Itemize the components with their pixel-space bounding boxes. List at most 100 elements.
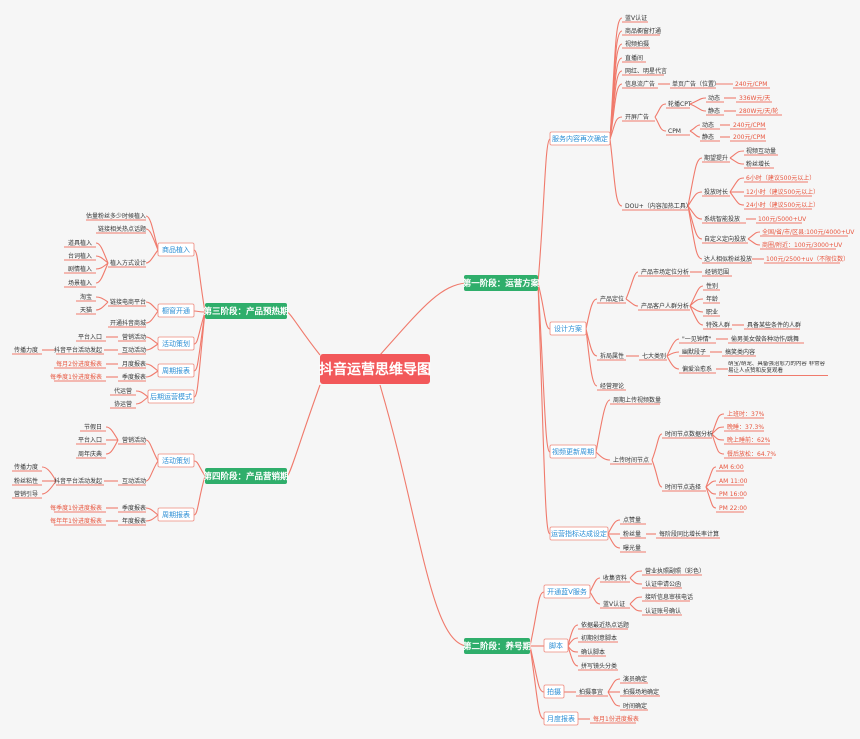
leaf-item: 静态 xyxy=(702,133,714,141)
leaf-value: 晚上睡前：62% xyxy=(727,436,771,444)
leaf-item: 偏爱治愈系 xyxy=(682,365,712,373)
branch-kpi[interactable]: 运营指标达成设定 xyxy=(549,526,609,541)
leaf-item: 上传时间节点 xyxy=(613,456,649,464)
leaf-item: 年度报表 xyxy=(122,517,146,525)
leaf-item: 开屏广告 xyxy=(625,113,649,121)
leaf-item: 季度报表 xyxy=(122,373,146,381)
cat3-value-box: 萌宝/萌宠、具备强治愈力的内容 非常容易让人点赞和反复观看 xyxy=(728,361,828,376)
svg-text:脚本: 脚本 xyxy=(549,641,563,650)
leaf-item: 依据最近热点话题 xyxy=(581,621,629,629)
leaf-item: 接听信息审核电话 xyxy=(645,593,693,601)
branch-shop[interactable]: 橱窗开通 xyxy=(157,303,195,318)
svg-text:周期报表: 周期报表 xyxy=(162,510,190,519)
branch-design[interactable]: 设计方案 xyxy=(549,321,587,336)
root-node[interactable]: 抖音运营思维导图 xyxy=(319,354,431,384)
stage4-node[interactable]: 第四阶段：产品营销期 xyxy=(203,468,289,484)
leaf-value: 200元/CPM xyxy=(733,134,765,141)
leaf-item: 时间节点选择 xyxy=(665,483,701,491)
leaf-item: 达人相似粉丝投放 xyxy=(704,255,752,263)
leaf-item: 平台入口 xyxy=(78,333,102,341)
stage2-leaves: 收集资料 营业执照副照（彩色） 认证申请公函 蓝V认证 接听信息审核电话 认证账… xyxy=(576,567,705,724)
leaf-value: 餐后放松：64.7% xyxy=(727,450,776,458)
leaf-value: 搞笑类内容 xyxy=(725,348,755,356)
leaf-item: 收集资料 xyxy=(603,574,627,582)
leaf-value: 萌宝/萌宠、具备强治愈力的内容 非常容易让人点赞和反复观看 xyxy=(728,361,828,376)
leaf-item: CPM xyxy=(668,128,681,135)
leaf-item: 投放时长 xyxy=(704,188,728,196)
leaf-value: 100元/5000+UV xyxy=(758,216,807,223)
branch-shoot[interactable]: 拍摄 xyxy=(543,684,565,699)
leaf-item: 视频互动量 xyxy=(746,147,776,155)
leaf-value: AM 6:00 xyxy=(719,464,744,471)
branch-update[interactable]: 视频更新周期 xyxy=(549,444,597,459)
leaf-item: 粉丝量 xyxy=(623,530,641,538)
branch-later[interactable]: 后期运营模式 xyxy=(147,389,195,404)
stage3-node[interactable]: 第三阶段：产品预热期 xyxy=(203,303,289,319)
branch-service[interactable]: 服务内容再次确定 xyxy=(549,131,611,146)
leaf-value: 12小时（建议500元以上） xyxy=(746,188,819,196)
svg-text:运营指标达成设定: 运营指标达成设定 xyxy=(551,529,607,538)
leaf-item: 蓝V认证 xyxy=(603,600,625,608)
leaf-item: 轮播CPT xyxy=(668,100,692,108)
branch-report-3[interactable]: 周期报表 xyxy=(157,363,195,378)
leaf-item: 动态 xyxy=(708,94,720,102)
leaf-item: 周期上传视频数量 xyxy=(613,396,661,404)
branch-report-4[interactable]: 周期报表 xyxy=(157,507,195,522)
leaf-item: 信息流广告 xyxy=(625,80,655,88)
leaf-value: 每月1份进度报表 xyxy=(593,715,639,723)
leaf-item: 静态 xyxy=(708,107,720,115)
branch-monthly[interactable]: 月度报表 xyxy=(543,711,579,726)
stage2-node[interactable]: 第二阶段：养号期 xyxy=(463,638,532,654)
leaf-item: 直播间 xyxy=(625,54,643,62)
leaf-value: 具备某些条件的人群 xyxy=(747,321,801,329)
leaf-item: 淘宝 xyxy=(80,293,92,301)
leaf-item: 经营理论 xyxy=(600,382,624,390)
branch-bluev[interactable]: 开通蓝V服务 xyxy=(543,584,591,599)
leaf-item: 演员确定 xyxy=(623,675,647,683)
update-leaves: 周期上传视频数量 上传时间节点 时间节点数据分析 上班时：37% 晚睡：37.3… xyxy=(610,396,776,513)
stage3-title: 第三阶段：产品预热期 xyxy=(203,306,289,317)
svg-text:月度报表: 月度报表 xyxy=(547,714,575,723)
leaf-item: "一见钟情" xyxy=(682,335,712,343)
leaf-item: 估量粉丝多少时候植入 xyxy=(86,212,146,220)
leaf-value: 偷男美女做各种动作/跳舞 xyxy=(731,335,799,343)
leaf-item: 互动活动 xyxy=(122,477,146,485)
leaf-item: 台词植入 xyxy=(68,252,92,260)
leaf-item: 年龄 xyxy=(706,295,718,303)
leaf-item: 场景植入 xyxy=(68,279,92,287)
leaf-value: PM 16:00 xyxy=(719,491,747,498)
leaf-item: 营销活动 xyxy=(122,436,146,444)
leaf-item: 单页广告（位置） xyxy=(672,80,720,88)
leaf-item: 协运营 xyxy=(114,400,132,408)
leaf-item: 经销范围 xyxy=(705,268,729,276)
leaf-item: 营业执照副照（彩色） xyxy=(645,567,705,575)
branch-implant[interactable]: 商品植入 xyxy=(157,242,195,257)
leaf-item: 拍摄事宜 xyxy=(579,688,603,696)
leaf-item: 拍摄场地确定 xyxy=(623,688,659,696)
leaf-item: 动态 xyxy=(702,121,714,129)
leaf-value: 336W元/天 xyxy=(739,95,770,102)
leaf-item: 剧情植入 xyxy=(68,265,92,273)
leaf-value: PM 22:00 xyxy=(719,505,747,512)
leaf-item: 系统智能投放 xyxy=(704,215,740,223)
leaf-item: 链接电商平台 xyxy=(110,298,146,306)
leaf-item: 传播力度 xyxy=(14,463,38,471)
stage4-leaves: 营销活动 节假日 平台入口 周年庆典 互动活动 抖音平台活动发起 传播力度 粉丝… xyxy=(12,423,146,526)
svg-text:活动策划: 活动策划 xyxy=(162,339,190,348)
branch-activity-3[interactable]: 活动策划 xyxy=(157,336,195,351)
leaf-item: 产品客户人群分析 xyxy=(641,302,689,310)
leaf-value: 100元/2500+uv（不限位数） xyxy=(766,255,849,263)
branch-activity-4[interactable]: 活动策划 xyxy=(157,453,195,468)
leaf-item: 商品橱窗打通 xyxy=(625,27,661,35)
stage1-node[interactable]: 第一阶段：运营方案 xyxy=(463,275,540,291)
branch-script[interactable]: 脚本 xyxy=(543,638,569,653)
leaf-item: 产品定位 xyxy=(600,295,624,303)
stage1-title: 第一阶段：运营方案 xyxy=(463,278,540,289)
leaf-value: 每年年1份进度报表 xyxy=(50,517,102,525)
leaf-item: 时间节点数据分析 xyxy=(665,430,713,438)
leaf-value: AM 11:00 xyxy=(719,478,748,485)
leaf-item: DOU+（内容加热工具） xyxy=(625,202,692,210)
leaf-item: 特殊人群 xyxy=(706,321,730,329)
leaf-item: 月度报表 xyxy=(122,360,146,368)
